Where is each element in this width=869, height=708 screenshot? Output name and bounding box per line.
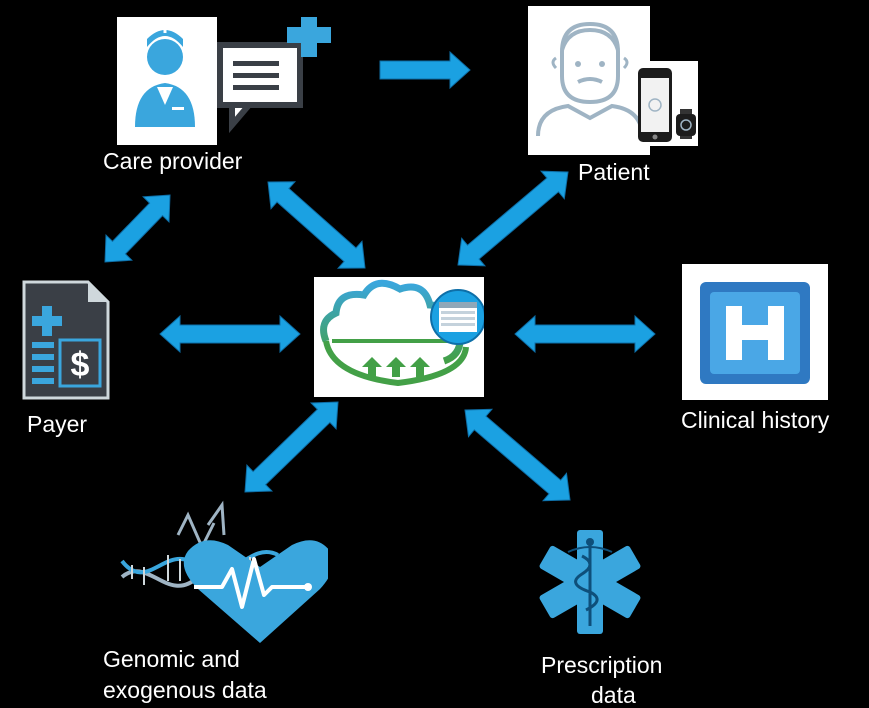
label-genomic-line1: Genomic and: [103, 646, 240, 672]
arrow-patient-hub: [457, 170, 569, 267]
patient-node: [528, 6, 698, 156]
star-of-life-icon: [539, 530, 641, 634]
payer-node: $: [20, 278, 112, 403]
arrow-care-payer: [104, 194, 171, 263]
prescription-node: [530, 528, 650, 638]
arrow-hub-genomic: [244, 401, 339, 493]
arrow-care-to-patient: [379, 50, 471, 90]
hospital-h-icon: [700, 282, 810, 384]
dna-heart-icon: [120, 500, 328, 643]
patient-phone-watch-icon: [536, 21, 696, 142]
insurance-bill-icon: $: [22, 280, 110, 400]
care-provider-node: [117, 17, 335, 147]
arrow-payer-hub: [159, 314, 301, 354]
genomic-node: [118, 495, 328, 645]
label-prescription-line2: data: [591, 682, 636, 708]
arrow-hub-prescription: [464, 408, 571, 502]
label-genomic-line2: exogenous data: [103, 677, 267, 703]
label-prescription-line1: Prescription: [541, 652, 663, 678]
clinical-history-node: [682, 264, 828, 400]
label-patient: Patient: [578, 159, 650, 185]
nurse-chat-icon: [135, 17, 331, 134]
arrow-hub-clinical: [514, 314, 656, 354]
svg-text:$: $: [71, 346, 90, 384]
label-clinical-history: Clinical history: [681, 407, 830, 433]
arrow-care-hub: [267, 181, 366, 269]
cloud-records-icon: [320, 279, 484, 387]
label-payer: Payer: [27, 411, 88, 437]
center-hub-node: [314, 277, 484, 397]
label-care-provider: Care provider: [103, 148, 243, 174]
